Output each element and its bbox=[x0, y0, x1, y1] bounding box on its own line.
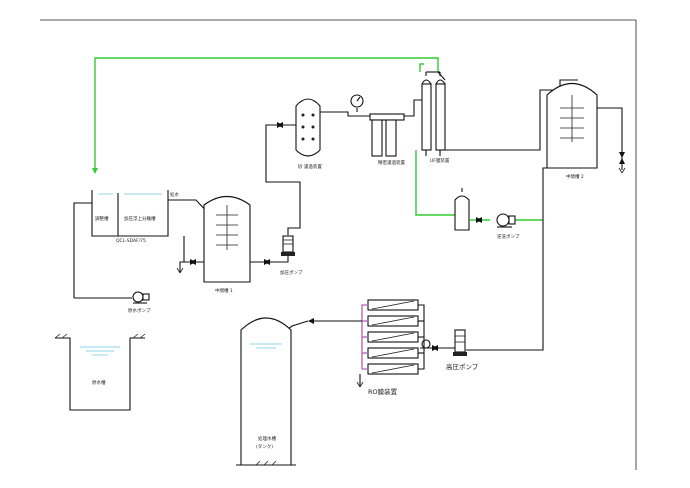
ro-unit-label: RO膜装置 bbox=[368, 387, 398, 396]
product-tank: 処理水槽 (タンク) bbox=[236, 317, 296, 466]
feed-to-filter-line bbox=[250, 122, 301, 265]
treated-water-label: 処水 bbox=[170, 191, 179, 198]
backwash-filter bbox=[454, 188, 482, 231]
pressure-pump: 加圧ポンプ bbox=[280, 235, 303, 276]
pressure-tank-label: 加圧浮上分離槽 bbox=[124, 215, 156, 222]
flotation-tank: 調整槽 加圧浮上分離槽 QCL-SDAF/75 bbox=[91, 190, 169, 244]
ro-gauge-icon bbox=[421, 339, 431, 349]
safety-filter: 精密濾過装置 bbox=[369, 99, 422, 166]
raw-water-pit: 原水槽 bbox=[54, 333, 146, 411]
raw-water-line bbox=[73, 202, 132, 299]
raw-water-pump: 原水ポンプ bbox=[128, 291, 151, 314]
ro-inlet bbox=[420, 339, 455, 351]
sand-filter-label: 砂 濾過装置 bbox=[298, 163, 322, 170]
sand-filter: 砂 濾過装置 bbox=[295, 98, 322, 170]
raw-pit-label: 原水槽 bbox=[92, 379, 106, 386]
uf-to-midtank2-line bbox=[437, 71, 578, 151]
mid-tank-2-drain bbox=[597, 107, 626, 174]
raw-pump-label: 原水ポンプ bbox=[128, 307, 151, 314]
to-ro-feed-line bbox=[466, 167, 547, 351]
mid-tank-1-label: 中間槽 1 bbox=[215, 287, 233, 294]
mid-tank-1-drain bbox=[176, 236, 204, 274]
uf-membrane-unit: UF膜装置 bbox=[421, 71, 450, 164]
mid-tank-1: 中間槽 1 bbox=[203, 195, 251, 294]
backwash-pump: 逆洗ポンプ bbox=[496, 213, 520, 240]
product-tank-label-1: 処理水槽 bbox=[258, 435, 276, 442]
qcl-label: QCL-SDAF/75 bbox=[116, 238, 146, 244]
uf-unit-label: UF膜装置 bbox=[430, 157, 450, 164]
safety-filter-label: 精密濾過装置 bbox=[378, 159, 405, 166]
mid-tank-2-label: 中間槽 2 bbox=[566, 173, 584, 180]
high-pressure-pump-label: 高圧ポンプ bbox=[446, 362, 479, 371]
mid-tank-2: 中間槽 2 bbox=[546, 82, 598, 180]
ro-membrane-unit: RO膜装置 bbox=[356, 299, 425, 396]
adjust-tank-label: 調整槽 bbox=[95, 215, 109, 222]
pressure-pump-label: 加圧ポンプ bbox=[280, 269, 303, 276]
backwash-pump-label: 逆洗ポンプ bbox=[497, 233, 520, 240]
filter-connection-line bbox=[320, 94, 372, 117]
high-pressure-pump: 高圧ポンプ bbox=[446, 329, 479, 371]
product-tank-label-2: (タンク) bbox=[256, 443, 273, 450]
